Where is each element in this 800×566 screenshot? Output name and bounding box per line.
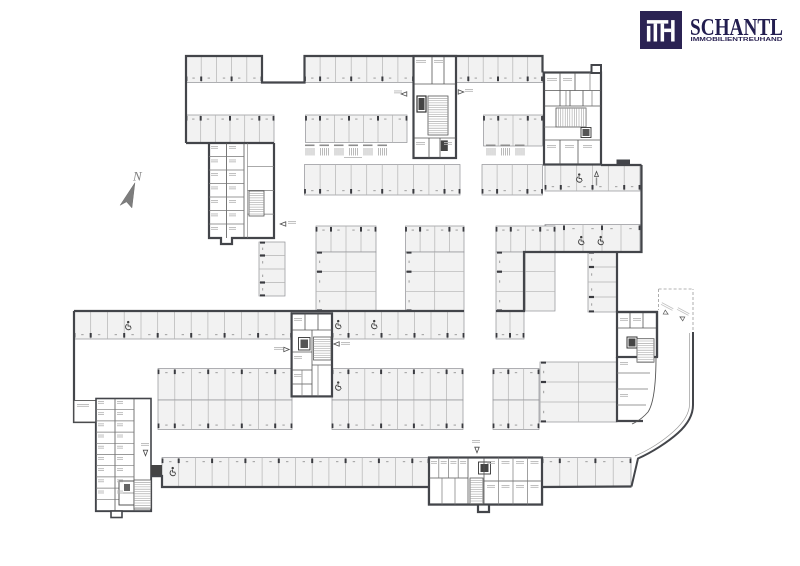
svg-text:IMMOBILIENTREUHAND: IMMOBILIENTREUHAND xyxy=(691,37,784,43)
svg-text:N: N xyxy=(132,169,143,184)
svg-text:SCHANTL: SCHANTL xyxy=(690,15,783,41)
